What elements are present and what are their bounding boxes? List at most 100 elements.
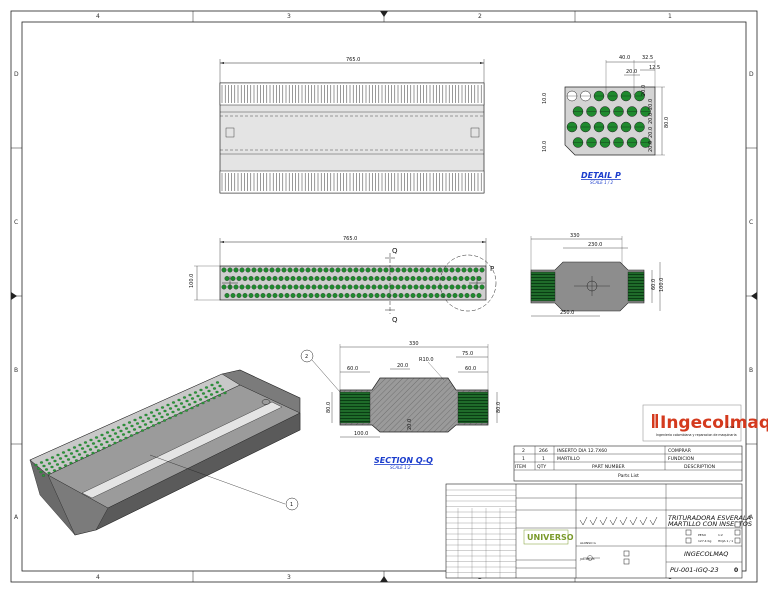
insert-hole: [443, 284, 449, 290]
iso-insert-dot: [69, 452, 74, 455]
zone-row-left-d: D: [14, 71, 19, 78]
insert-hole: [224, 276, 230, 281]
zone-col-top-2: 3: [287, 13, 291, 20]
check-mark: [639, 516, 648, 526]
iso-insert-dot: [124, 436, 128, 440]
iso-insert-dot: [69, 461, 73, 465]
insert-hole: [308, 293, 314, 298]
insert-hole: [398, 276, 404, 281]
zone-col-top-1: 4: [96, 13, 100, 20]
iso-insert-dot: [44, 468, 49, 471]
insert-hole: [269, 284, 275, 290]
insert-hole: [416, 293, 422, 298]
iso-insert-dot: [182, 405, 186, 409]
iso-insert-dot: [212, 396, 216, 400]
insert-hole: [431, 284, 437, 290]
iso-insert-dot: [88, 448, 93, 451]
iso-insert-dot: [174, 404, 178, 408]
iso-insert-dot: [80, 447, 85, 450]
insert-hole: [449, 267, 455, 273]
insert-hole: [254, 293, 260, 298]
insert-hole: [323, 267, 329, 273]
insert-hole: [293, 284, 299, 290]
iso-insert-dot: [218, 384, 222, 388]
zone-col-bottom-2: 3: [287, 574, 291, 581]
insert-hole: [386, 276, 392, 281]
iso-insert-dot: [78, 443, 82, 447]
iso-insert-dot: [99, 443, 104, 446]
detail-dim-20-c: 20.0: [648, 127, 654, 138]
insert-hole: [437, 267, 443, 273]
iso-insert-dot: [149, 411, 154, 414]
insert-hole: [419, 284, 425, 290]
iso-insert-dot: [56, 453, 60, 457]
iso-insert-dot: [171, 410, 175, 414]
insert-hole: [344, 293, 350, 298]
insert-hole: [467, 267, 473, 273]
insert-hole: [395, 284, 401, 290]
iso-insert-dot: [47, 462, 52, 465]
iso-insert-dot: [212, 387, 217, 390]
insert-hole: [407, 267, 413, 273]
iso-insert-dot: [105, 431, 110, 434]
insert-hole: [392, 293, 398, 298]
iso-insert-dot: [52, 469, 57, 472]
zone-row-left-a: A: [14, 514, 19, 521]
iso-insert-dot: [138, 416, 143, 419]
insert-hole: [392, 276, 398, 281]
iso-insert-dot: [138, 425, 142, 429]
bill-of-materials: 2 266 INSERTO DIA 12.7X60 COMPRAR 1 1 MA…: [513, 445, 743, 482]
zone-row-left-c: C: [14, 219, 18, 226]
detail-dim-40: 40.0: [619, 55, 630, 61]
revision-table-grid: [446, 489, 658, 578]
insert-hole: [311, 284, 317, 290]
iso-insert-dot: [36, 467, 41, 470]
iso-insert-dot: [210, 383, 214, 387]
side-dim-230: 230.0: [588, 242, 602, 248]
check-mark: [589, 516, 598, 526]
insert-hole: [419, 267, 425, 273]
iso-insert-dot: [165, 413, 170, 416]
insert-hole: [296, 276, 302, 281]
side-dim-330: 330: [570, 233, 580, 239]
check-mark: [629, 516, 638, 526]
zone-row-right-c: C: [749, 219, 753, 226]
insert-hole: [398, 293, 404, 298]
iso-insert-dot: [215, 381, 220, 384]
bom-row-2-desc: FUNDICION: [668, 456, 694, 462]
insert-hole: [443, 267, 449, 273]
iso-insert-dot: [85, 454, 90, 457]
iso-insert-dot: [127, 421, 132, 424]
iso-insert-dot: [143, 423, 148, 426]
insert-hole: [368, 293, 374, 298]
iso-insert-dot: [182, 396, 187, 399]
insert-hole: [347, 267, 353, 273]
front-view-insert-holes: [221, 267, 485, 298]
iso-insert-dot: [171, 401, 176, 404]
insert-hole: [230, 276, 236, 281]
insert-hole: [317, 284, 323, 290]
bom-row-1-desc: COMPRAR: [668, 448, 692, 454]
section-dim-80-left: 80.0: [326, 402, 332, 413]
iso-insert-dot: [207, 389, 211, 393]
insert-hole: [278, 293, 284, 298]
insert-hole: [260, 293, 266, 298]
insert-hole: [413, 267, 419, 273]
insert-hole: [476, 276, 482, 281]
insert-hole: [257, 284, 263, 290]
insert-hole: [275, 267, 281, 273]
insert-hole: [281, 267, 287, 273]
iso-insert-dot: [179, 402, 184, 405]
insert-hole: [395, 267, 401, 273]
check-mark: [579, 516, 588, 526]
insert-hole: [365, 267, 371, 273]
insert-hole: [467, 284, 473, 290]
section-q-q-view: 330 75.0 R10.0 60.0 20.0 60.0 80.0 80.0 …: [326, 341, 502, 470]
insert-hole: [380, 293, 386, 298]
insert-hole: [359, 284, 365, 290]
top-view-length-dim: 765.0: [346, 57, 360, 63]
insert-hole: [266, 276, 272, 281]
insert-hole: [248, 276, 254, 281]
insert-hole: [383, 267, 389, 273]
logo-tagline: Ingenieria colombiana y reparacion de ma…: [656, 433, 737, 437]
